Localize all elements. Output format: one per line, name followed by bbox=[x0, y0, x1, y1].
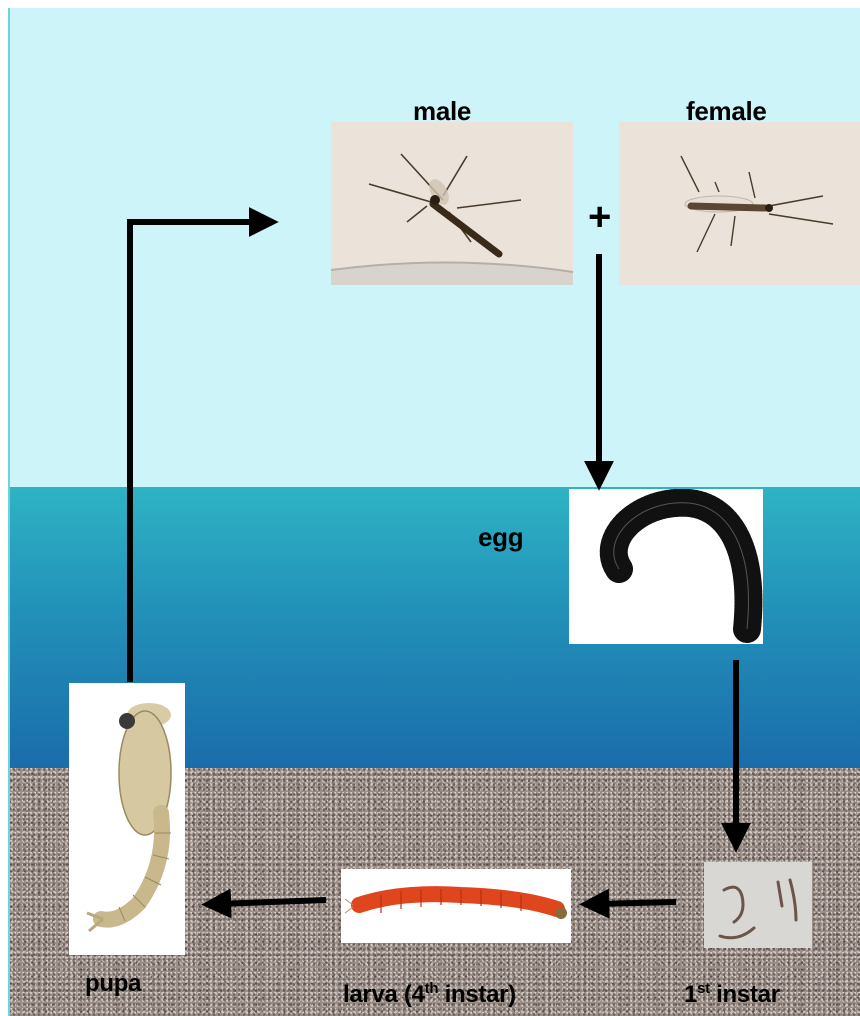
arrow-pupa-to-adult bbox=[130, 222, 262, 682]
arrow-larva-to-pupa bbox=[218, 900, 326, 904]
arrow-first-instar-to-larva bbox=[596, 902, 676, 904]
